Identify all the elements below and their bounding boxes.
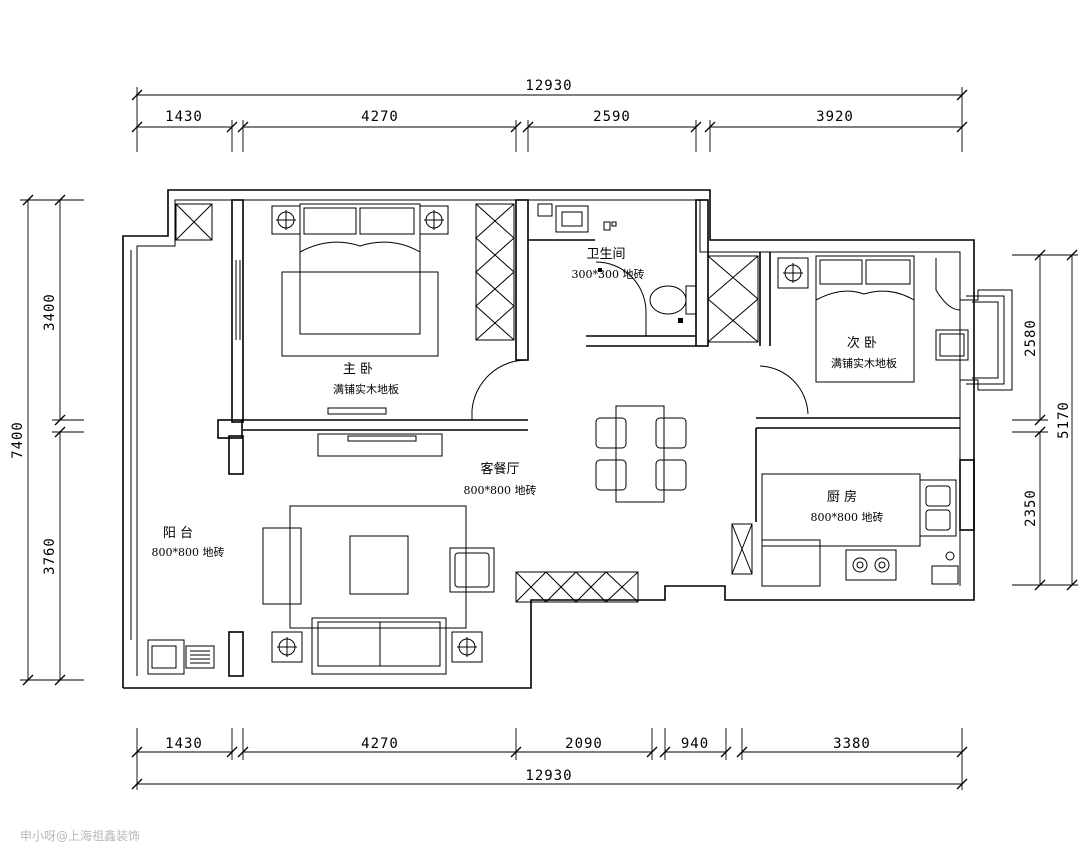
nightstand-3 bbox=[777, 257, 809, 289]
dim-bottom-total: 12930 bbox=[525, 768, 572, 784]
kitchen-furniture bbox=[731, 473, 959, 587]
living-dining-name: 客餐厅 bbox=[480, 461, 519, 477]
dining-table bbox=[615, 405, 665, 503]
laundry-sink bbox=[185, 645, 215, 669]
balcony-floor: 800*800 地砖 bbox=[152, 545, 225, 559]
tv-console bbox=[317, 433, 443, 457]
kitchen-sink bbox=[919, 479, 957, 537]
gas-stove bbox=[845, 549, 897, 581]
nightstand-right bbox=[419, 205, 449, 235]
dim-top-2: 4270 bbox=[361, 109, 399, 125]
balcony-name: 阳 台 bbox=[163, 526, 193, 541]
master-bedroom-furniture bbox=[175, 203, 515, 457]
dim-bottom-3: 2090 bbox=[565, 736, 603, 752]
bathroom-name: 卫生间 bbox=[586, 247, 625, 262]
single-sofa bbox=[449, 547, 495, 593]
doors bbox=[471, 261, 809, 420]
kitchen-name: 厨 房 bbox=[827, 489, 857, 505]
dining-chairs bbox=[595, 417, 687, 491]
dim-bottom-4: 940 bbox=[681, 736, 709, 752]
wardrobe bbox=[475, 203, 515, 341]
dim-right-2: 2350 bbox=[1023, 489, 1039, 527]
living-rug bbox=[289, 505, 467, 629]
left-dimensions: 7400 3400 3760 bbox=[10, 194, 84, 686]
nightstand-left bbox=[271, 205, 301, 235]
master-bedroom-door bbox=[471, 359, 528, 411]
dim-top-3: 2590 bbox=[593, 109, 631, 125]
dim-right-total: 5170 bbox=[1056, 401, 1072, 439]
shoe-cabinet bbox=[515, 571, 639, 603]
dim-top-4: 3920 bbox=[816, 109, 854, 125]
dim-left-1: 3400 bbox=[42, 293, 58, 331]
dim-top-total: 12930 bbox=[525, 78, 572, 94]
bathroom-door bbox=[595, 261, 647, 313]
kitchen-floor: 800*800 地砖 bbox=[811, 510, 884, 524]
second-bedroom-door bbox=[759, 365, 809, 415]
dim-top-1: 1430 bbox=[165, 109, 203, 125]
washing-machine bbox=[147, 639, 185, 675]
dim-bottom-5: 3380 bbox=[833, 736, 871, 752]
wardrobe-2 bbox=[707, 255, 759, 343]
bathroom-floor: 300*300 地砖 bbox=[572, 267, 645, 281]
second-bedroom-furniture bbox=[707, 255, 969, 383]
fridge bbox=[761, 539, 821, 587]
double-bed bbox=[299, 203, 421, 335]
double-bed-2 bbox=[815, 255, 915, 383]
wash-basin bbox=[555, 205, 589, 233]
watermark: 申小呀@上海祖鑫装饰 bbox=[20, 828, 140, 843]
second-bedroom-name: 次 卧 bbox=[847, 335, 877, 351]
balcony-furniture bbox=[147, 639, 215, 675]
dim-bottom-1: 1430 bbox=[165, 736, 203, 752]
dim-right-1: 2580 bbox=[1023, 319, 1039, 357]
bathroom-furniture bbox=[537, 203, 697, 323]
toilet bbox=[649, 285, 697, 315]
walls bbox=[122, 189, 1013, 689]
room-labels: 主 卧 满铺实木地板 卫生间 300*300 地砖 次 卧 满铺实木地板 客餐厅… bbox=[152, 247, 898, 559]
bottom-dimensions: 1430 4270 2090 940 3380 12930 bbox=[131, 728, 968, 790]
tv-cabinet bbox=[327, 407, 387, 415]
second-bedroom-floor: 满铺实木地板 bbox=[831, 356, 897, 370]
top-dimensions: 12930 1430 4270 2590 3920 bbox=[131, 78, 968, 152]
living-dining-furniture bbox=[262, 405, 687, 675]
coffee-table bbox=[349, 535, 409, 595]
living-dining-floor: 800*800 地砖 bbox=[464, 483, 537, 497]
balcony-cabinet bbox=[175, 203, 213, 241]
sofa bbox=[311, 617, 447, 675]
master-bedroom-floor: 满铺实木地板 bbox=[333, 382, 399, 396]
kitchen-counter bbox=[761, 473, 921, 547]
right-dimensions: 5170 2580 2350 bbox=[1012, 249, 1078, 591]
dim-left-2: 3760 bbox=[42, 537, 58, 575]
master-bedroom-name: 主 卧 bbox=[343, 362, 373, 377]
dim-bottom-2: 4270 bbox=[361, 736, 399, 752]
armchair bbox=[935, 329, 969, 361]
side-cabinet bbox=[262, 527, 302, 605]
dim-left-total: 7400 bbox=[10, 421, 26, 459]
